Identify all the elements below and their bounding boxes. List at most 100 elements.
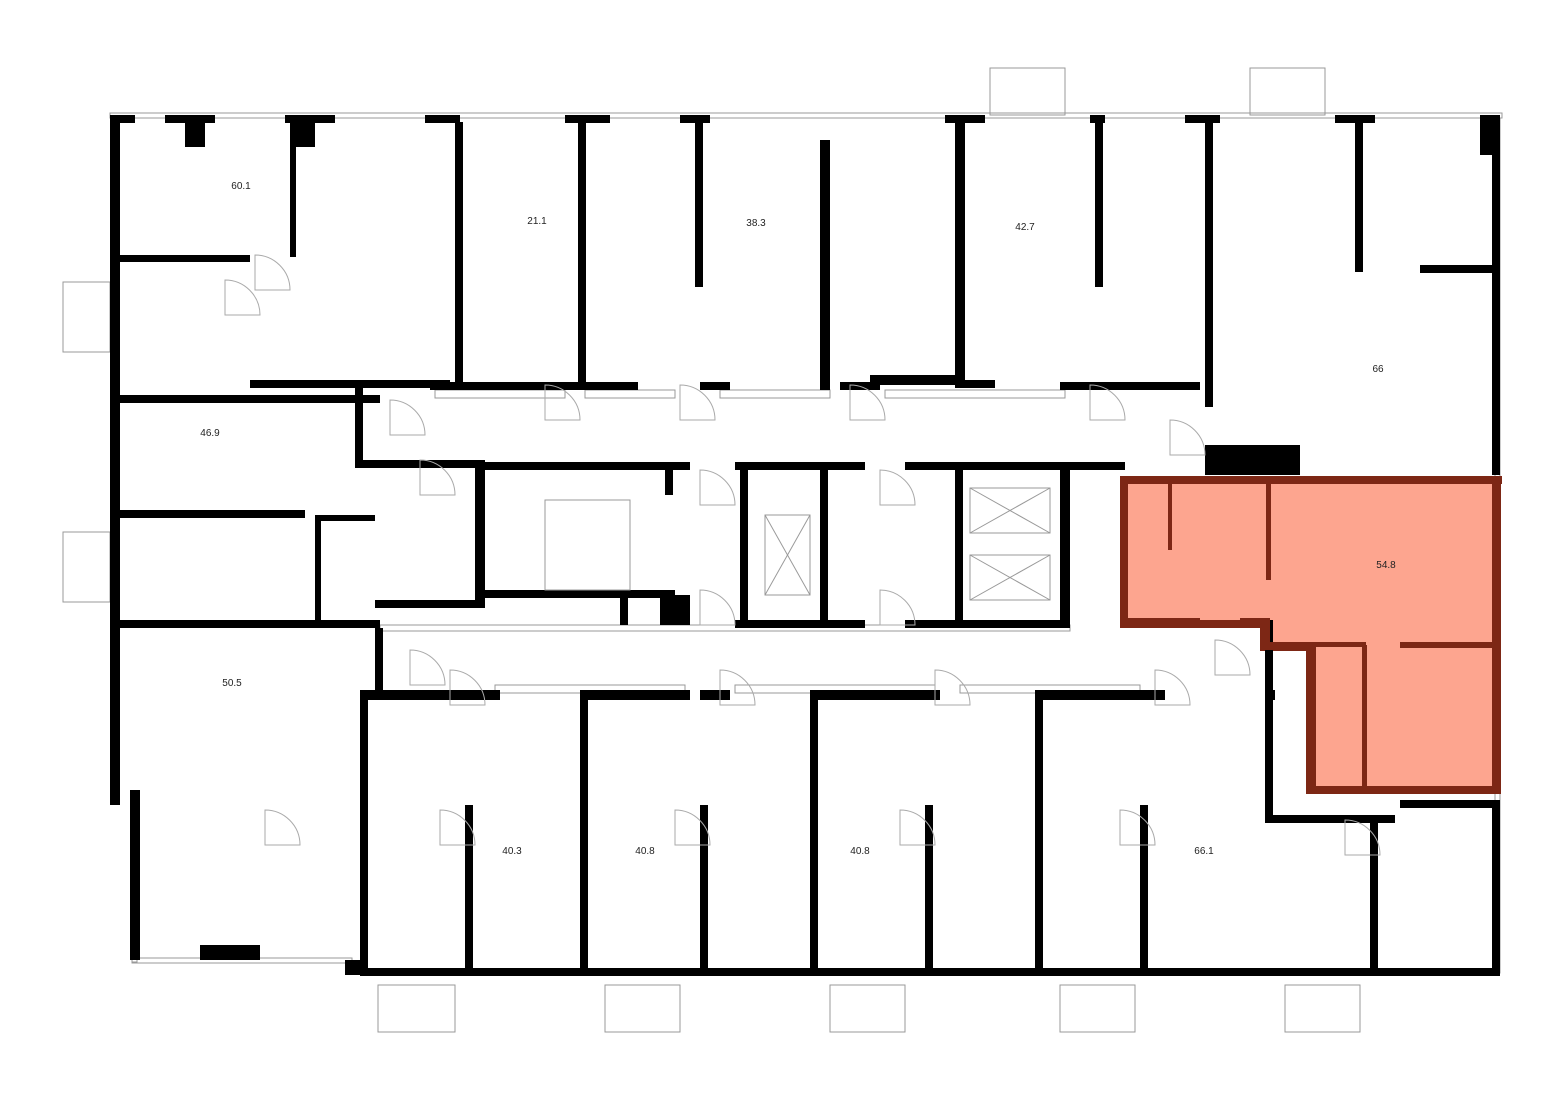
wall bbox=[315, 515, 375, 521]
highlighted-wall bbox=[1240, 618, 1270, 626]
wall bbox=[905, 462, 1125, 470]
wall bbox=[820, 470, 828, 625]
wall bbox=[700, 382, 730, 390]
wall bbox=[1355, 122, 1363, 272]
highlighted-wall bbox=[1168, 480, 1172, 550]
wall bbox=[110, 115, 120, 805]
wall bbox=[1185, 115, 1220, 123]
wall bbox=[565, 115, 610, 123]
unit-area-label[interactable]: 50.5 bbox=[222, 678, 242, 689]
highlighted-wall bbox=[1400, 642, 1495, 648]
wall bbox=[430, 382, 580, 390]
door-swing bbox=[679, 384, 716, 421]
wall bbox=[945, 115, 985, 123]
wall bbox=[485, 590, 675, 598]
wall bbox=[425, 115, 460, 123]
balconies bbox=[62, 67, 1361, 1033]
wall bbox=[1480, 115, 1500, 155]
elevator-shaft bbox=[969, 487, 1051, 534]
wall bbox=[1420, 265, 1500, 273]
balcony bbox=[989, 67, 1066, 116]
unit-area-label[interactable]: 42.7 bbox=[1015, 222, 1035, 233]
wall bbox=[1400, 800, 1500, 808]
wall bbox=[485, 462, 690, 470]
door-swing bbox=[1169, 419, 1206, 456]
wall bbox=[820, 140, 830, 390]
unit-area-label[interactable]: 40.8 bbox=[850, 846, 870, 857]
unit-area-label[interactable]: 40.3 bbox=[502, 846, 522, 857]
highlighted-wall bbox=[1262, 642, 1310, 650]
unit-area-label[interactable]: 21.1 bbox=[527, 216, 547, 227]
balcony bbox=[829, 984, 906, 1033]
unit-area-label[interactable]: 66.1 bbox=[1194, 846, 1214, 857]
highlighted-wall bbox=[1120, 476, 1502, 484]
unit-area-label[interactable]: 60.1 bbox=[231, 181, 251, 192]
door-swing bbox=[899, 809, 936, 846]
wall bbox=[1035, 700, 1043, 975]
unit-area-label[interactable]: 46.9 bbox=[200, 428, 220, 439]
wall bbox=[1370, 815, 1378, 975]
doors bbox=[224, 254, 1381, 856]
wall bbox=[810, 690, 940, 700]
wall bbox=[1140, 805, 1148, 975]
wall bbox=[465, 805, 473, 975]
wall bbox=[735, 462, 865, 470]
unit-area-label[interactable]: 66 bbox=[1372, 364, 1384, 375]
staircase bbox=[544, 499, 631, 591]
wall bbox=[475, 468, 485, 608]
wall bbox=[375, 628, 383, 700]
door-swing bbox=[544, 384, 581, 421]
wall bbox=[200, 945, 260, 960]
wall bbox=[1265, 620, 1273, 820]
wall bbox=[1492, 800, 1500, 975]
wall bbox=[1205, 122, 1213, 407]
wall bbox=[925, 805, 933, 975]
wall bbox=[740, 470, 748, 625]
wall bbox=[735, 620, 865, 628]
balcony bbox=[1059, 984, 1136, 1033]
door-swing bbox=[419, 459, 456, 496]
wall bbox=[955, 122, 965, 387]
door-swing bbox=[879, 469, 916, 506]
door-swing bbox=[719, 669, 756, 706]
highlighted-wall bbox=[1362, 645, 1367, 790]
building-core bbox=[544, 487, 1051, 601]
wall bbox=[110, 395, 380, 403]
unit-area-label[interactable]: 54.8 bbox=[1376, 560, 1396, 571]
door-swing bbox=[389, 399, 426, 436]
wall bbox=[665, 470, 673, 495]
door-swing bbox=[934, 669, 971, 706]
highlighted-wall bbox=[1492, 476, 1500, 794]
wall bbox=[360, 700, 368, 975]
balcony bbox=[377, 984, 456, 1033]
wall bbox=[360, 460, 485, 468]
wall bbox=[905, 620, 1070, 628]
highlighted-wall bbox=[1306, 642, 1314, 794]
door-swing bbox=[1089, 384, 1126, 421]
wall bbox=[455, 122, 463, 387]
wall bbox=[185, 122, 205, 147]
wall bbox=[360, 968, 1500, 976]
unit-area-label[interactable]: 40.8 bbox=[635, 846, 655, 857]
door-swing bbox=[1119, 809, 1156, 846]
wall bbox=[580, 690, 690, 700]
door-swing bbox=[849, 384, 886, 421]
wall bbox=[700, 690, 730, 700]
wall bbox=[110, 510, 305, 518]
wall bbox=[1060, 382, 1200, 390]
wall bbox=[165, 115, 215, 123]
unit-area-label[interactable]: 38.3 bbox=[746, 218, 766, 229]
door-swing bbox=[1344, 819, 1381, 856]
highlighted-wall bbox=[1262, 618, 1270, 648]
highlighted-wall bbox=[1120, 476, 1128, 626]
wall bbox=[955, 470, 963, 625]
wall bbox=[375, 600, 485, 608]
wall bbox=[1060, 462, 1070, 627]
wall bbox=[1492, 155, 1500, 475]
wall bbox=[810, 700, 818, 975]
elevator-shaft bbox=[764, 514, 811, 596]
wall bbox=[285, 115, 335, 123]
balcony bbox=[62, 281, 111, 353]
wall bbox=[1090, 115, 1105, 123]
